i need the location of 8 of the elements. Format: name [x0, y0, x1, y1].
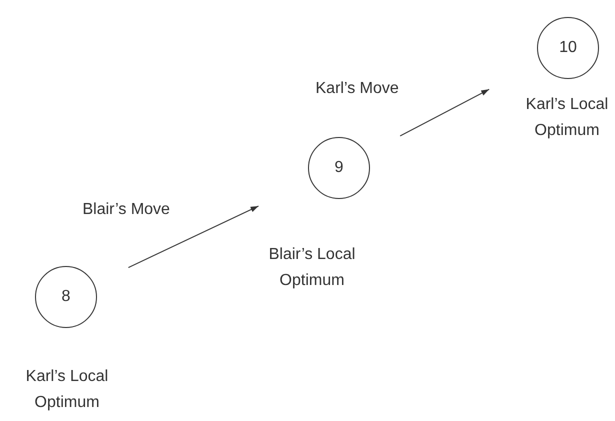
state-caption: Karl’s Local Optimum — [524, 95, 610, 141]
state-number: 9 — [334, 159, 344, 177]
state-caption: Karl’s Local Optimum — [24, 367, 110, 413]
state-number: 8 — [62, 288, 70, 306]
arrow — [128, 206, 260, 268]
state-caption: Blair’s Local Optimum — [268, 245, 356, 291]
state-number: 10 — [559, 39, 577, 57]
arrow — [400, 88, 490, 136]
